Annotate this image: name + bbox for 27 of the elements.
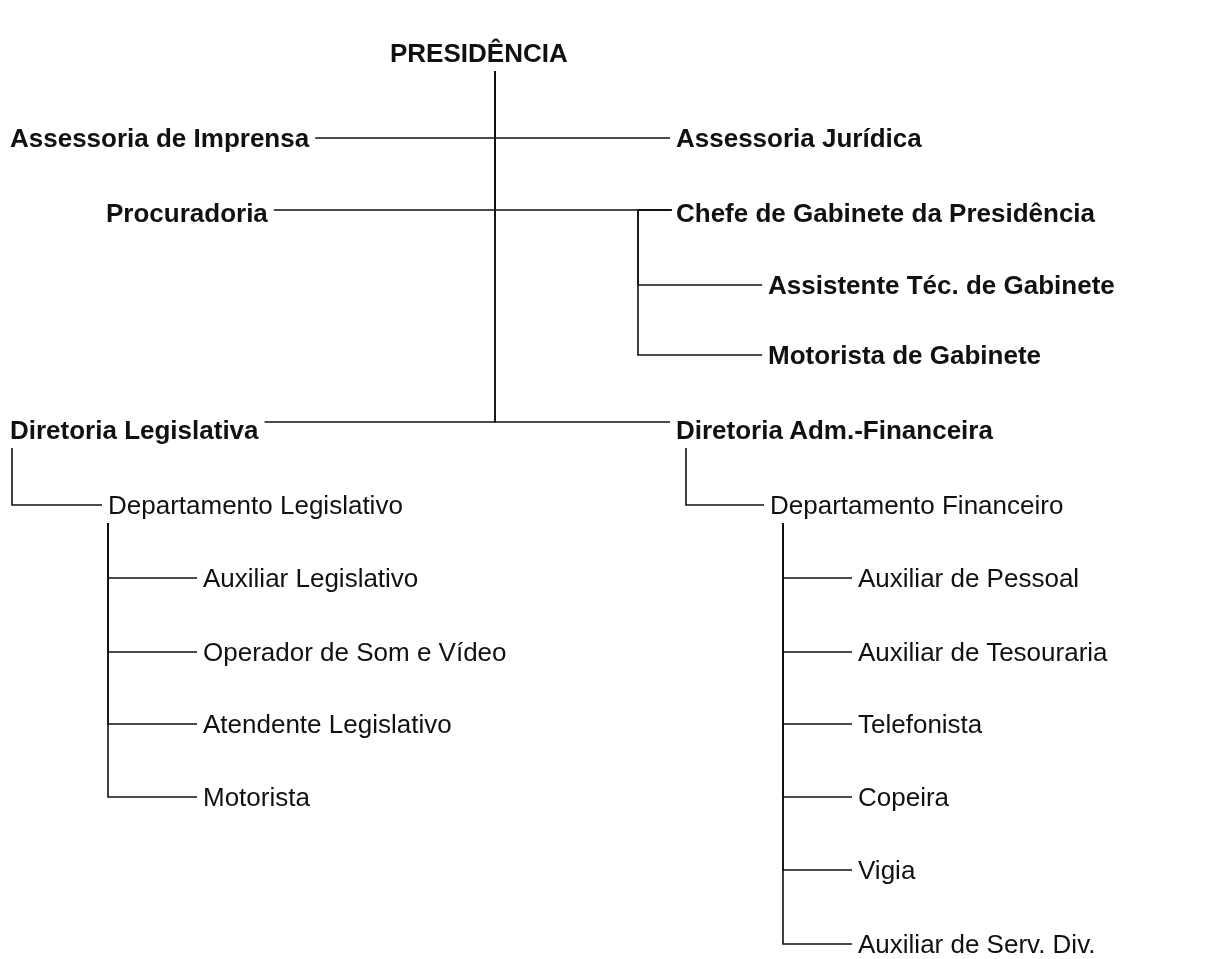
org-unit-label: Auxiliar de Tesouraria [858,636,1108,668]
org-unit-label: Assistente Téc. de Gabinete [768,269,1115,301]
org-unit-label: Atendente Legislativo [203,708,452,740]
org-unit-label: Departamento Legislativo [108,489,403,521]
connector-line [637,209,763,356]
connector-line [685,447,765,506]
org-unit-label: Auxiliar Legislativo [203,562,419,594]
org-unit-label: Departamento Financeiro [770,489,1064,521]
org-unit-label: Assessoria de Imprensa [10,122,310,154]
connector-line [107,522,198,798]
org-unit-label: Chefe de Gabinete da Presidência [676,197,1096,229]
org-unit-label: Motorista de Gabinete [768,339,1042,371]
org-unit-label: Copeira [858,781,950,813]
connector-line [11,447,103,506]
org-unit-label: Diretoria Adm.-Financeira [676,414,993,446]
org-unit-label: Auxiliar de Pessoal [858,562,1080,594]
org-unit-label: Assessoria Jurídica [676,122,922,154]
connector-line [782,522,853,945]
org-unit-label: Procuradoria [106,197,268,229]
org-unit-label: Vigia [858,854,916,886]
org-unit-label: Motorista [203,781,310,813]
org-unit-label: Operador de Som e Vídeo [203,636,507,668]
connector-line [494,70,671,423]
org-unit-label: Diretoria Legislativa [10,414,259,446]
org-unit-label: Telefonista [858,708,983,740]
org-unit-label: Auxiliar de Serv. Div. [858,928,1096,959]
org-chart-heading: PRESIDÊNCIA [390,37,568,69]
